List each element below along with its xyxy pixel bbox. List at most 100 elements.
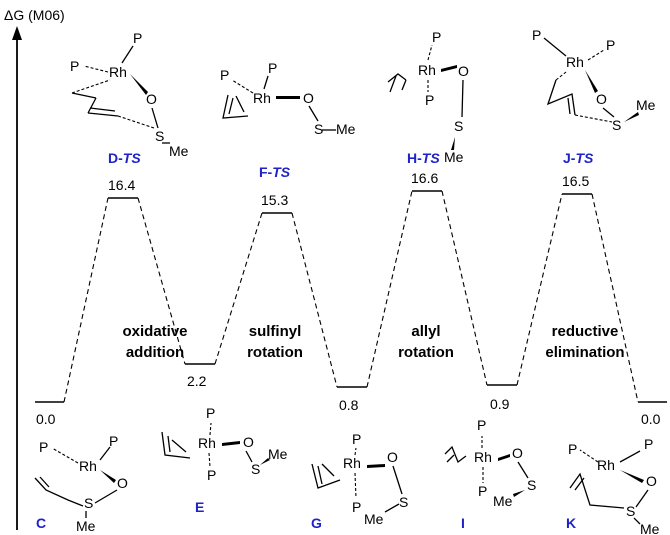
atom-p: P xyxy=(268,60,277,76)
atom-o: O xyxy=(243,434,254,450)
structure-j-ts: Rh P P O S Me xyxy=(532,27,656,133)
atom-rh: Rh xyxy=(474,449,492,465)
atom-o: O xyxy=(458,63,469,79)
energy-value-h-ts: 16.6 xyxy=(411,170,438,186)
energy-value-f-ts: 15.3 xyxy=(261,192,288,208)
atom-p: P xyxy=(425,92,434,108)
energy-value-e: 2.2 xyxy=(187,373,207,389)
atom-p: P xyxy=(39,439,48,455)
y-axis-label: ΔG (M06) xyxy=(4,7,65,23)
atom-me: Me xyxy=(364,511,384,527)
energy-value-j-ts: 16.5 xyxy=(562,173,589,189)
atom-p: P xyxy=(606,37,615,53)
atom-s: S xyxy=(155,128,164,144)
atom-s: S xyxy=(527,477,536,493)
atom-rh: Rh xyxy=(418,62,436,78)
atom-p: P xyxy=(352,431,361,447)
atom-s: S xyxy=(454,118,463,134)
atom-s: S xyxy=(399,494,408,510)
connector-f-g xyxy=(291,212,338,388)
step-label-3-line2: rotation xyxy=(398,344,454,361)
energy-axis: ΔG (M06) xyxy=(4,7,65,530)
structure-k: Rh P P O S Me xyxy=(568,436,660,535)
atom-me: Me xyxy=(268,446,288,462)
intermediate-label-c: C xyxy=(36,515,46,531)
connector-d-e xyxy=(137,197,186,365)
atom-s: S xyxy=(626,503,635,519)
intermediate-label-k: K xyxy=(566,515,576,531)
atom-p: P xyxy=(70,58,79,74)
atom-rh: Rh xyxy=(343,455,361,471)
atom-me: Me xyxy=(636,97,656,113)
energy-value-g: 0.8 xyxy=(339,397,359,413)
atom-p: P xyxy=(568,441,577,457)
intermediate-label-i: I xyxy=(461,515,465,531)
atom-o: O xyxy=(512,445,523,461)
intermediate-label-g: G xyxy=(311,515,322,531)
atom-p: P xyxy=(478,483,487,499)
atom-p: P xyxy=(432,29,441,45)
atom-p: P xyxy=(133,30,142,46)
step-label-2-line2: rotation xyxy=(247,344,303,361)
step-labels: oxidative addition sulfinyl rotation all… xyxy=(122,323,624,361)
step-label-2-line1: sulfinyl xyxy=(249,323,302,340)
energy-value-k: 0.0 xyxy=(641,411,661,427)
atom-rh: Rh xyxy=(79,458,97,474)
structure-h-ts: Rh P P O S Me xyxy=(387,29,469,165)
atom-p: P xyxy=(477,417,486,433)
atom-o: O xyxy=(117,475,128,491)
atom-rh: Rh xyxy=(109,64,127,80)
atom-me: Me xyxy=(76,518,96,534)
ts-labels: D-TS F-TS H-TS J-TS xyxy=(108,150,594,180)
structure-c: Rh P P O S Me xyxy=(34,433,128,534)
connector-j-k xyxy=(591,193,639,403)
atom-me: Me xyxy=(640,521,660,535)
connector-c-d xyxy=(63,197,109,403)
atom-p: P xyxy=(220,67,229,83)
atom-o: O xyxy=(303,90,314,106)
structure-f-ts: Rh P P O S Me xyxy=(220,60,356,137)
atom-o: O xyxy=(146,91,157,107)
ts-label-f: F-TS xyxy=(259,164,291,180)
ts-label-j: J-TS xyxy=(563,150,594,166)
atom-o: O xyxy=(387,449,398,465)
atom-rh: Rh xyxy=(566,54,584,70)
step-label-4-line2: elimination xyxy=(545,344,624,361)
step-label-4-line1: reductive xyxy=(552,323,619,340)
intermediate-label-e: E xyxy=(195,499,204,515)
intermediate-labels: C E G I K xyxy=(36,499,576,531)
energy-values: 0.0 16.4 2.2 15.3 0.8 16.6 0.9 16.5 0.0 xyxy=(36,170,661,427)
atom-rh: Rh xyxy=(198,435,216,451)
atom-me: Me xyxy=(444,149,464,165)
step-label-1-line1: oxidative xyxy=(122,323,187,340)
atom-s: S xyxy=(251,461,260,477)
connector-e-f xyxy=(214,212,263,365)
atom-p: P xyxy=(109,433,118,449)
atom-rh: Rh xyxy=(253,90,271,106)
atom-p: P xyxy=(352,499,361,515)
atom-s: S xyxy=(612,117,621,133)
atom-p: P xyxy=(207,467,216,483)
step-label-1-line2: addition xyxy=(126,344,184,361)
energy-levels xyxy=(35,190,667,403)
energy-value-i: 0.9 xyxy=(490,396,510,412)
atom-p: P xyxy=(206,405,215,421)
atom-o: O xyxy=(646,473,657,489)
energy-value-c: 0.0 xyxy=(36,411,56,427)
atom-o: O xyxy=(596,91,607,107)
atom-me: Me xyxy=(169,143,189,159)
atom-p: P xyxy=(644,436,653,452)
energy-value-d-ts: 16.4 xyxy=(108,177,135,193)
structure-e: Rh P P O S Me xyxy=(161,405,288,483)
structure-g: Rh P P O S Me xyxy=(311,431,408,527)
structure-i: Rh P P O S Me xyxy=(444,417,536,509)
structure-d-ts: Rh P P O S Me xyxy=(70,30,189,159)
atom-s: S xyxy=(84,495,93,511)
connector-h-i xyxy=(441,190,488,386)
atom-s: S xyxy=(314,121,323,137)
step-label-3-line1: allyl xyxy=(411,323,440,340)
atom-rh: Rh xyxy=(597,457,615,473)
y-axis-arrowhead xyxy=(12,26,22,40)
atom-me: Me xyxy=(493,493,513,509)
